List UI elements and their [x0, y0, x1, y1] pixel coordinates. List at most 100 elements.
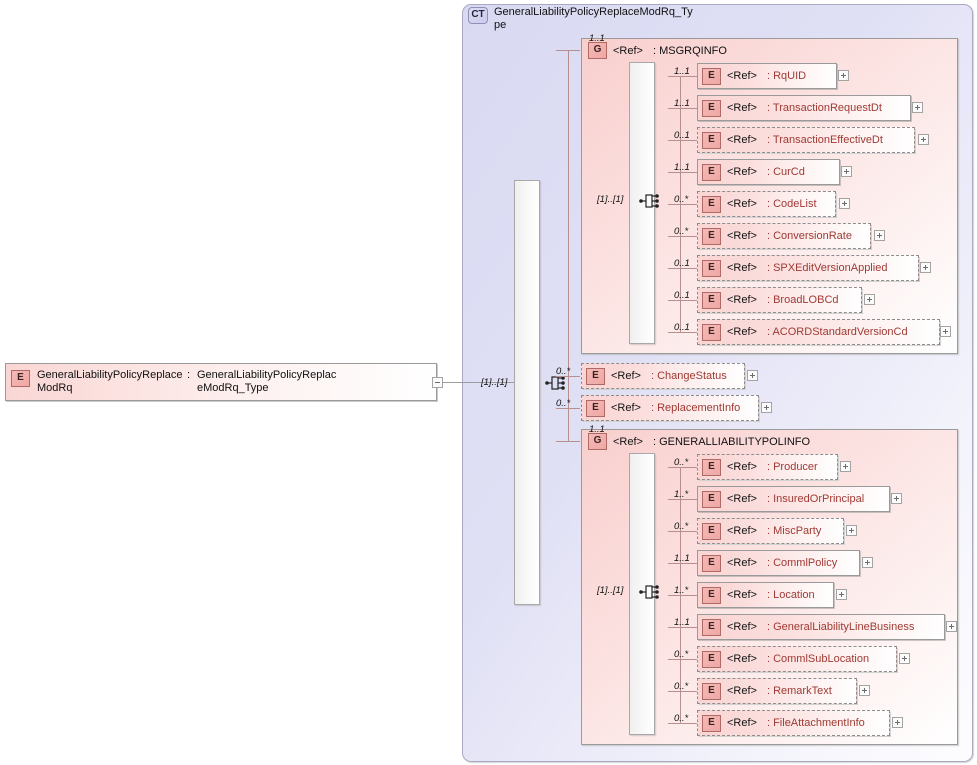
node-name-location: : Location: [766, 589, 815, 601]
node-curcd[interactable]: E <Ref> : CurCd: [697, 159, 840, 185]
node-name-conversionrate: : ConversionRate: [766, 230, 852, 242]
expand-toggle-commlpolicy[interactable]: [862, 557, 873, 568]
branch-stub-replacementinfo: [556, 408, 580, 409]
expand-toggle-conversionrate[interactable]: [874, 230, 885, 241]
cardinality-fileattachmentinfo: 0..*: [674, 713, 689, 724]
element-badge: E: [702, 291, 721, 309]
expand-toggle-remarktext[interactable]: [859, 685, 870, 696]
ref-label: <Ref>: [727, 230, 757, 242]
group-generalliabilitypolinfo-header[interactable]: G <Ref> : GENERALLIABILITYPOLINFO: [588, 433, 810, 450]
node-name-miscparty: : MiscParty: [766, 525, 822, 537]
ref-label: <Ref>: [727, 198, 757, 210]
sequence-icon-outer: [545, 376, 565, 390]
ref-label: <Ref>: [727, 621, 757, 633]
node-miscparty[interactable]: E <Ref> : MiscParty: [697, 518, 845, 545]
branch-stub-msgrqinfo: [556, 50, 580, 51]
node-fileattachmentinfo[interactable]: E <Ref> : FileAttachmentInfo: [697, 710, 891, 737]
msgrqinfo-sequence-bar: [629, 62, 655, 344]
expand-toggle-commlsublocation[interactable]: [899, 653, 910, 664]
expand-toggle-location[interactable]: [836, 589, 847, 600]
node-transactionrequestdt[interactable]: E <Ref> : TransactionRequestDt: [697, 95, 911, 121]
cardinality-broadlobcd: 0..1: [674, 290, 690, 301]
group-name-generalliabilitypolinfo: : GENERALLIABILITYPOLINFO: [652, 435, 811, 448]
expand-toggle-fileattachmentinfo[interactable]: [892, 717, 903, 728]
node-commlsublocation[interactable]: E <Ref> : CommlSubLocation: [697, 646, 898, 673]
node-spxeditversionapplied[interactable]: E <Ref> : SPXEditVersionApplied: [697, 255, 920, 282]
msgrqinfo-sequence-cardinality: [1]..[1]: [597, 194, 624, 205]
outer-branch-spine: [568, 50, 569, 441]
node-conversionrate[interactable]: E <Ref> : ConversionRate: [697, 223, 872, 250]
generalliabilitypolinfo-sequence-bar: [629, 453, 655, 735]
expand-toggle-transactioneffectivedt[interactable]: [918, 134, 929, 145]
node-location[interactable]: E <Ref> : Location: [697, 582, 834, 608]
expand-toggle-changestatus[interactable]: [747, 370, 758, 381]
expand-toggle-miscparty[interactable]: [846, 525, 857, 536]
group-badge: G: [588, 433, 607, 450]
node-commlpolicy[interactable]: E <Ref> : CommlPolicy: [697, 550, 860, 576]
expand-toggle-generalliabilitylinebusiness[interactable]: [946, 621, 957, 632]
node-acordstandardversioncd[interactable]: E <Ref> : ACORDStandardVersionCd: [697, 319, 941, 346]
expand-toggle-transactionrequestdt[interactable]: [912, 102, 923, 113]
root-element-node[interactable]: E GeneralLiabilityPolicyReplaceModRq : G…: [5, 363, 437, 401]
node-name-insuredorprincipal: : InsuredOrPrincipal: [766, 493, 865, 505]
group-msgrqinfo-header[interactable]: G <Ref> : MSGRQINFO: [588, 42, 727, 59]
ref-label: <Ref>: [727, 717, 757, 729]
expand-toggle-acordstandardversioncd[interactable]: [940, 326, 951, 337]
stub-curcd: [668, 172, 698, 173]
cardinality-rquid: 1..1: [674, 66, 690, 77]
node-remarktext[interactable]: E <Ref> : RemarkText: [697, 678, 858, 705]
element-badge: E: [11, 370, 30, 387]
node-rquid[interactable]: E <Ref> : RqUID: [697, 63, 837, 89]
outer-sequence-cardinality: [1]..[1]: [481, 377, 508, 388]
element-badge: E: [702, 163, 721, 181]
expand-toggle-broadlobcd[interactable]: [864, 294, 875, 305]
expand-toggle-spxeditversionapplied[interactable]: [920, 262, 931, 273]
node-name-transactioneffectivedt: : TransactionEffectiveDt: [766, 134, 883, 146]
node-name-commlsublocation: : CommlSubLocation: [766, 653, 870, 665]
node-name-fileattachmentinfo: : FileAttachmentInfo: [766, 717, 865, 729]
cardinality-producer: 0..*: [674, 457, 689, 468]
root-element-type: GeneralLiabilityPolicyReplaceModRq_Type: [197, 369, 337, 394]
node-codelist[interactable]: E <Ref> : CodeList: [697, 191, 837, 218]
node-transactioneffectivedt[interactable]: E <Ref> : TransactionEffectiveDt: [697, 127, 916, 154]
node-generalliabilitylinebusiness[interactable]: E <Ref> : GeneralLiabilityLineBusiness: [697, 614, 945, 640]
cardinality-miscparty: 0..*: [674, 521, 689, 532]
root-element-colon: :: [187, 369, 191, 381]
node-producer[interactable]: E <Ref> : Producer: [697, 454, 839, 481]
node-insuredorprincipal[interactable]: E <Ref> : InsuredOrPrincipal: [697, 486, 890, 512]
node-name-spxeditversionapplied: : SPXEditVersionApplied: [766, 262, 888, 274]
expand-toggle-rquid[interactable]: [838, 70, 849, 81]
expand-toggle-producer[interactable]: [840, 461, 851, 472]
sequence-icon-generalliabilitypolinfo: [639, 585, 659, 599]
outer-sequence-bar: [514, 180, 540, 605]
ref-label: <Ref>: [727, 326, 757, 338]
element-badge: E: [702, 458, 721, 476]
node-replacementinfo[interactable]: E <Ref> : ReplacementInfo: [581, 395, 760, 422]
cardinality-msgrqinfo: 1..1: [589, 33, 605, 44]
cardinality-curcd: 1..1: [674, 162, 690, 173]
cardinality-commlsublocation: 0..*: [674, 649, 689, 660]
stub-fileattachmentinfo: [668, 723, 698, 724]
node-name-generalliabilitylinebusiness: : GeneralLiabilityLineBusiness: [766, 621, 915, 633]
element-badge: E: [586, 399, 605, 417]
node-name-broadlobcd: : BroadLOBCd: [766, 294, 839, 306]
cardinality-replacementinfo: 0..*: [556, 398, 571, 409]
node-changestatus[interactable]: E <Ref> : ChangeStatus: [581, 363, 746, 390]
stub-remarktext: [668, 691, 698, 692]
node-name-changestatus: : ChangeStatus: [650, 370, 727, 382]
node-broadlobcd[interactable]: E <Ref> : BroadLOBCd: [697, 287, 863, 314]
element-badge: E: [702, 195, 721, 213]
expand-toggle-codelist[interactable]: [839, 198, 850, 209]
expand-toggle-insuredorprincipal[interactable]: [891, 493, 902, 504]
element-badge: E: [702, 554, 721, 572]
complextype-badge: CT: [468, 7, 488, 24]
stub-miscparty: [668, 531, 698, 532]
root-collapse-toggle[interactable]: [432, 377, 443, 388]
expand-toggle-curcd[interactable]: [841, 166, 852, 177]
expand-toggle-replacementinfo[interactable]: [761, 402, 772, 413]
group-ref-label: <Ref>: [613, 435, 643, 448]
group-badge: G: [588, 42, 607, 59]
stub-transactionrequestdt: [668, 108, 698, 109]
ref-label: <Ref>: [727, 589, 757, 601]
